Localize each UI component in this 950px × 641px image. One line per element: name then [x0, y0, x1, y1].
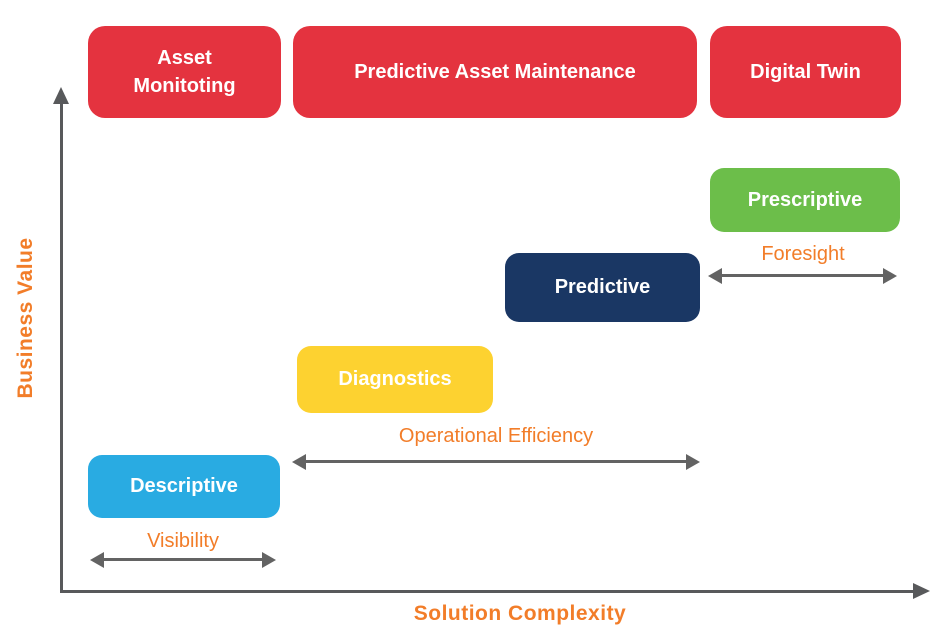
y-axis-label: Business Value	[14, 237, 37, 399]
x-axis-label: Solution Complexity	[413, 602, 627, 625]
visibility-range-arrow	[90, 552, 276, 568]
arrow-right-head-icon	[883, 268, 897, 284]
arrow-shaft	[303, 460, 689, 463]
arrow-left-head-icon	[90, 552, 104, 568]
arrow-shaft	[719, 274, 886, 277]
visibility-label: Visibility	[147, 530, 219, 552]
y-axis-line	[60, 103, 63, 592]
x-axis-line	[60, 590, 915, 593]
arrow-right-head-icon	[262, 552, 276, 568]
arrow-shaft	[101, 558, 265, 561]
operational-efficiency-range-arrow	[292, 454, 700, 470]
arrow-right-head-icon	[686, 454, 700, 470]
operational-efficiency-label: Operational Efficiency	[398, 425, 594, 447]
band-predictive-asset-maintenance: Predictive Asset Maintenance	[293, 26, 697, 118]
stage-prescriptive: Prescriptive	[710, 168, 900, 232]
arrow-left-head-icon	[292, 454, 306, 470]
stage-predictive: Predictive	[505, 253, 700, 322]
band-digital-twin: Digital Twin	[710, 26, 901, 118]
arrow-left-head-icon	[708, 268, 722, 284]
stage-descriptive: Descriptive	[88, 455, 280, 518]
foresight-range-arrow	[708, 268, 897, 284]
y-axis-arrowhead-icon	[53, 87, 69, 104]
foresight-label: Foresight	[761, 243, 845, 265]
x-axis-arrowhead-icon	[913, 583, 930, 599]
stage-diagnostics: Diagnostics	[297, 346, 493, 413]
band-asset-monitoring: Asset Monitoting	[88, 26, 281, 118]
